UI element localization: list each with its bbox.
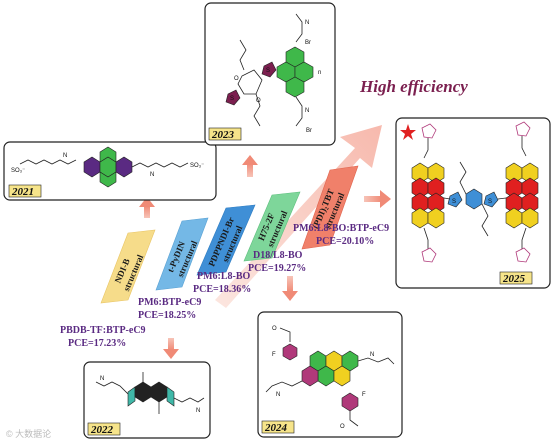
atom-s-2023-b: S [230, 96, 234, 102]
atom-s-2025-a: S [452, 199, 456, 205]
step-pdppndi-br: PDPPNDI-Br structural [196, 204, 256, 276]
atom-o-2024-top: O [272, 326, 277, 332]
result-5-pce: PCE=20.10% [316, 236, 374, 247]
result-3-blend: PM6:L8-BO [197, 271, 251, 282]
atom-o-2024-bottom: O [340, 424, 345, 430]
result-1-pce: PCE=17.23% [68, 338, 126, 349]
panel-2025: S S 2025 [395, 117, 551, 289]
atom-n-2024-a: N [370, 352, 374, 358]
panel-2021: SO₃⁻ N N SO₃⁻ 2021 [3, 141, 217, 201]
year-2022: 2022 [90, 424, 114, 436]
molecule-2022: N N [95, 372, 205, 414]
molecule-2021: SO₃⁻ N N SO₃⁻ [11, 146, 204, 188]
molecule-2024: O F N N F O [265, 326, 395, 430]
atom-f-2024-a: F [272, 352, 276, 358]
result-4-pce: PCE=19.27% [248, 263, 306, 274]
arrow-to-2023 [242, 155, 258, 177]
atom-n-2022-left: N [100, 376, 104, 382]
arrow-to-2025 [364, 190, 391, 208]
atom-f-2024-b: F [362, 392, 366, 398]
result-5-blend: PM6:L8-BO:BTP-eC9 [293, 223, 389, 234]
year-2023: 2023 [211, 129, 235, 141]
atom-br-2023-bottom: Br [306, 128, 312, 134]
step-ndi-b: NDI-B structural [100, 229, 156, 304]
star-icon [400, 124, 416, 140]
atom-s-2025-b: S [488, 199, 492, 205]
year-2025: 2025 [502, 273, 526, 285]
result-2-pce: PCE=18.25% [138, 310, 196, 321]
panel-2024: O F N N F O 2024 [257, 311, 403, 438]
panel-2023: N Br n S S O O N Br 2023 [204, 2, 336, 146]
result-1-blend: PBDB-TF:BTP-eC9 [60, 325, 146, 336]
step-tpydin: t-PyDIN structural [155, 217, 209, 291]
arrow-to-2022 [163, 338, 179, 359]
atom-n-left: N [63, 153, 67, 159]
molecule-2023: N Br n S S O O N Br [225, 13, 321, 134]
watermark: © 大数据论 [6, 428, 51, 439]
atom-n-2023-bottom: N [305, 108, 309, 114]
molecule-2025: S S [411, 121, 539, 263]
atom-s-2023-a: S [266, 68, 270, 74]
atom-sub-n-2023: n [318, 70, 321, 76]
atom-br-2023-top: Br [305, 40, 311, 46]
headline: High efficiency [359, 77, 468, 96]
atom-o-2023-a: O [234, 76, 239, 82]
result-2-blend: PM6:BTP-eC9 [138, 297, 201, 308]
result-4-blend: D18/L8-BO [253, 250, 303, 261]
year-2021: 2021 [11, 186, 34, 198]
arrow-to-2024 [282, 276, 298, 301]
atom-n-2024-b: N [276, 392, 280, 398]
atom-n-2022-right: N [196, 408, 200, 414]
result-3-pce: PCE=18.36% [193, 284, 251, 295]
atom-so3-left: SO₃⁻ [11, 168, 25, 174]
atom-n-2023-top: N [305, 20, 309, 26]
panel-2022: N N 2022 [83, 361, 211, 439]
atom-so3-right: SO₃⁻ [190, 163, 204, 169]
atom-n-right: N [150, 172, 154, 178]
year-2024: 2024 [264, 422, 288, 434]
arrow-to-2021 [139, 197, 155, 218]
